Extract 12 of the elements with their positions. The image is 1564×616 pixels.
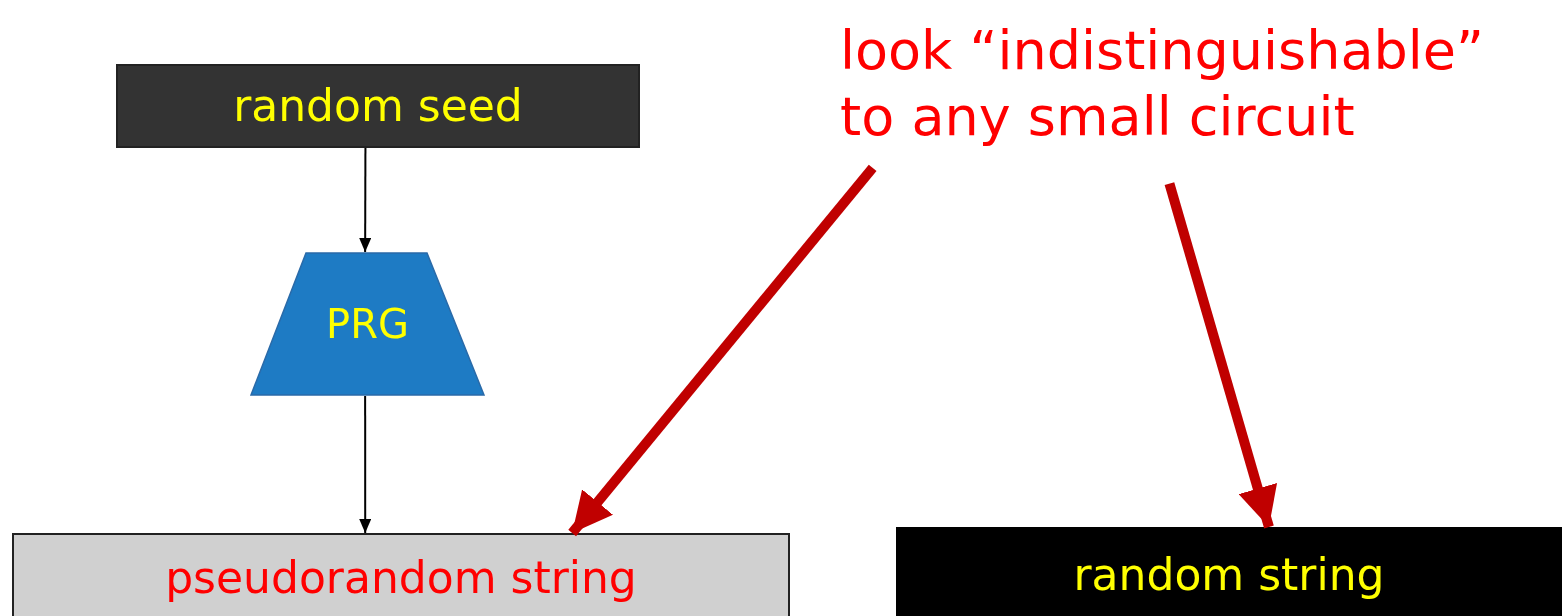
node-label: PRG <box>326 299 409 349</box>
arrow <box>568 164 877 537</box>
node-label: random seed <box>233 79 523 133</box>
node-label: pseudorandom string <box>165 551 637 605</box>
output-box <box>896 527 1562 616</box>
arrow <box>1164 182 1278 529</box>
output-box <box>12 533 790 616</box>
annotation-text: look “indistinguishable” to any small circuit <box>840 17 1485 150</box>
arrow <box>359 147 372 253</box>
arrow <box>359 395 372 534</box>
input-box <box>116 64 640 148</box>
node-label: random string <box>1073 547 1385 602</box>
